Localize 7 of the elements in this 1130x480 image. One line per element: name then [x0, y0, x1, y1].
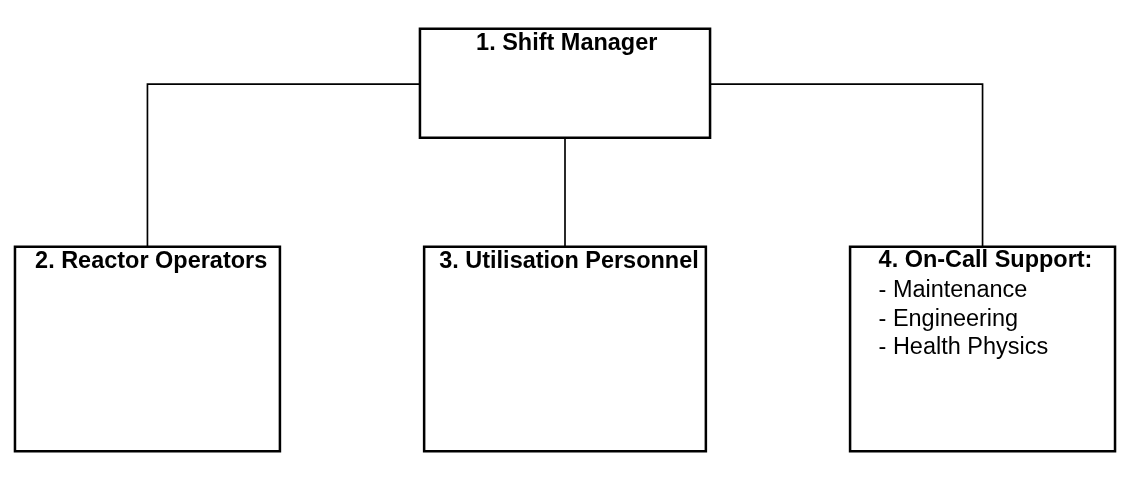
node-box: 1. Shift Manager: [418, 27, 712, 139]
connector: [564, 137, 566, 248]
node-box: 3. Utilisation Personnel: [422, 245, 708, 453]
node-box: 4. On-Call Support: - Maintenance - Engineering - Health Physics: [848, 245, 1117, 453]
connector: [146, 83, 421, 248]
node-box: 2. Reactor Operators: [13, 245, 282, 453]
connector: [709, 83, 984, 248]
